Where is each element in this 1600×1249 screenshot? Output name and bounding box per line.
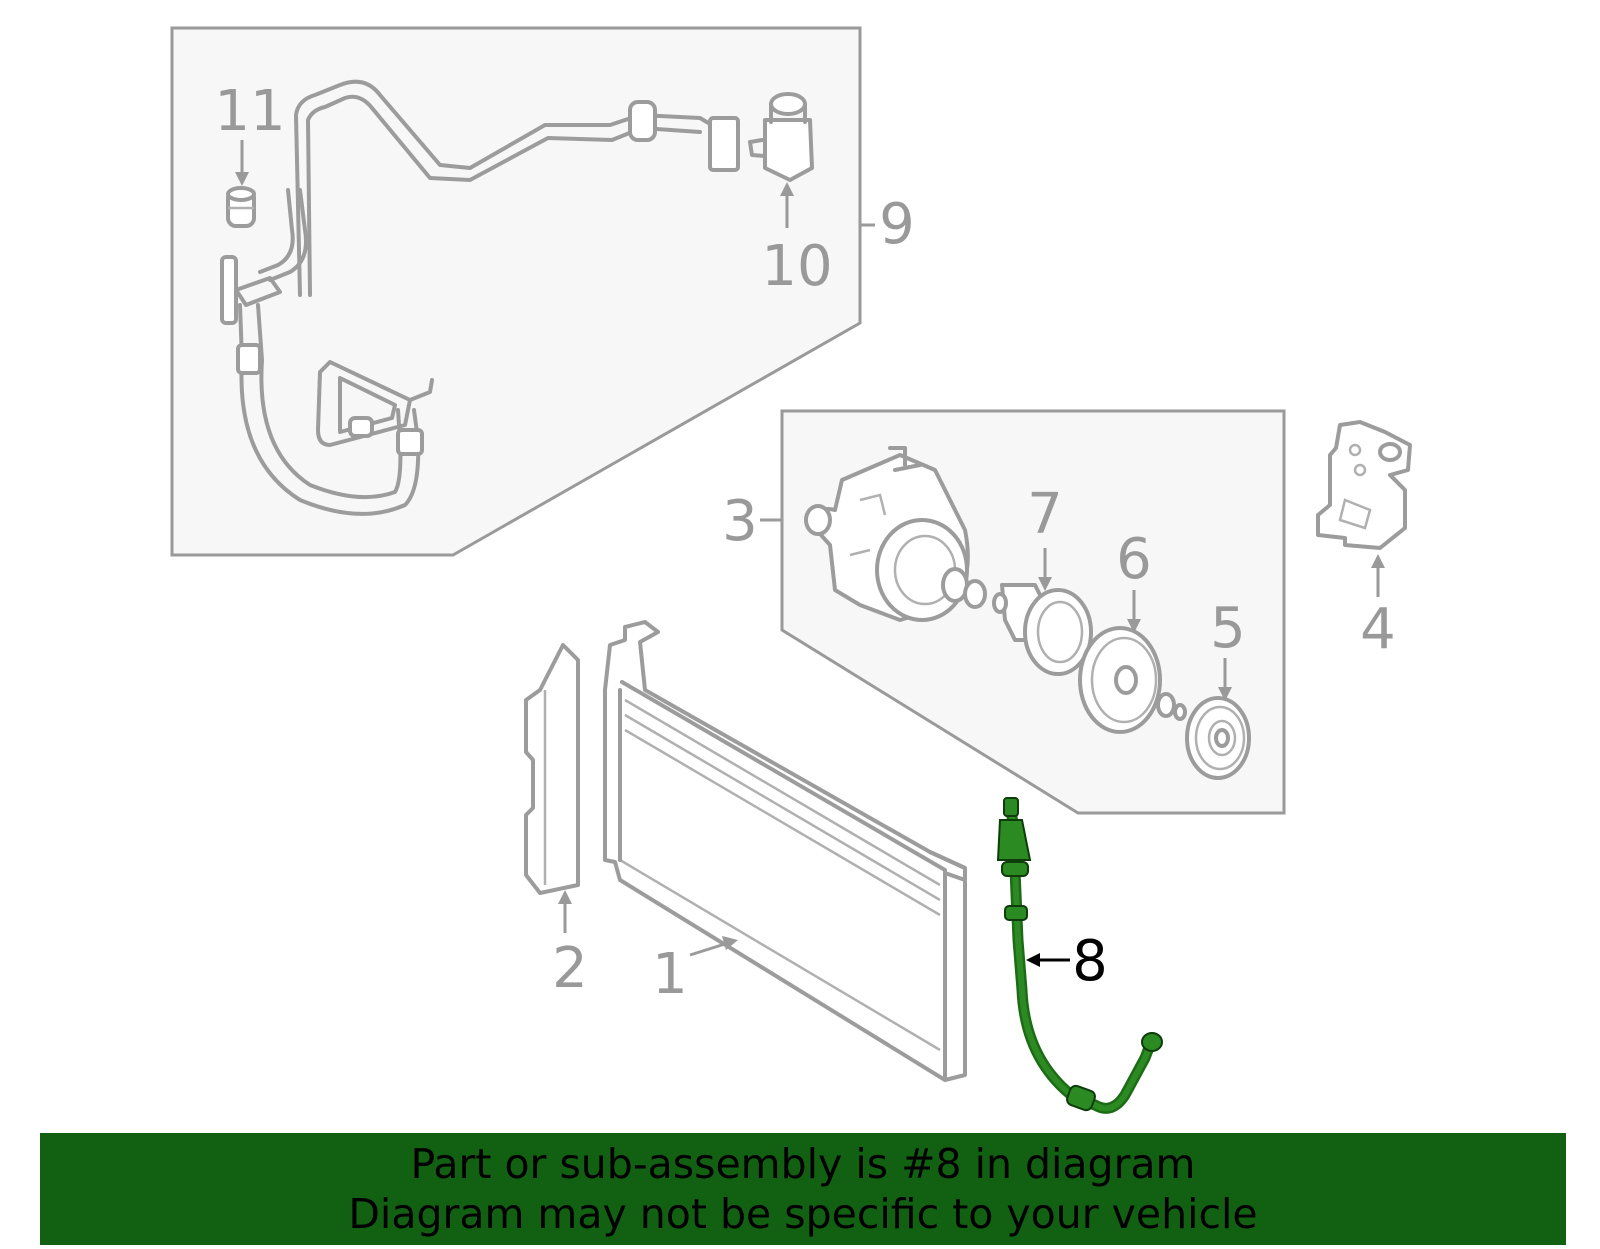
leader-lines xyxy=(235,140,1385,967)
pulley xyxy=(1078,626,1187,734)
panel-line-assembly xyxy=(170,26,862,557)
clutch-hub xyxy=(1185,696,1251,780)
line-assembly xyxy=(220,79,740,516)
clutch-coil xyxy=(992,583,1093,676)
callout-9: 9 xyxy=(879,192,915,257)
pressure-switch xyxy=(748,92,814,182)
discharge-hose-highlighted xyxy=(996,797,1163,1114)
callout-5: 5 xyxy=(1210,596,1246,661)
mounting-bracket xyxy=(1316,420,1412,550)
info-banner: Part or sub-assembly is #8 in diagram Di… xyxy=(40,1133,1566,1245)
callout-1: 1 xyxy=(652,942,688,1007)
callout-8: 8 xyxy=(1072,929,1108,994)
service-valve-cap xyxy=(226,186,256,228)
callout-3: 3 xyxy=(722,489,758,554)
callout-4: 4 xyxy=(1360,597,1396,662)
condenser-side-seal xyxy=(524,643,580,895)
callout-6: 6 xyxy=(1116,527,1152,592)
banner-line-2: Diagram may not be specific to your vehi… xyxy=(348,1190,1258,1238)
callout-11: 11 xyxy=(214,79,285,144)
condenser xyxy=(603,620,967,1082)
callout-10: 10 xyxy=(761,234,832,299)
callout-7: 7 xyxy=(1027,482,1063,547)
banner-line-1: Part or sub-assembly is #8 in diagram xyxy=(410,1140,1196,1188)
compressor xyxy=(804,446,987,622)
callout-2: 2 xyxy=(552,936,588,1001)
